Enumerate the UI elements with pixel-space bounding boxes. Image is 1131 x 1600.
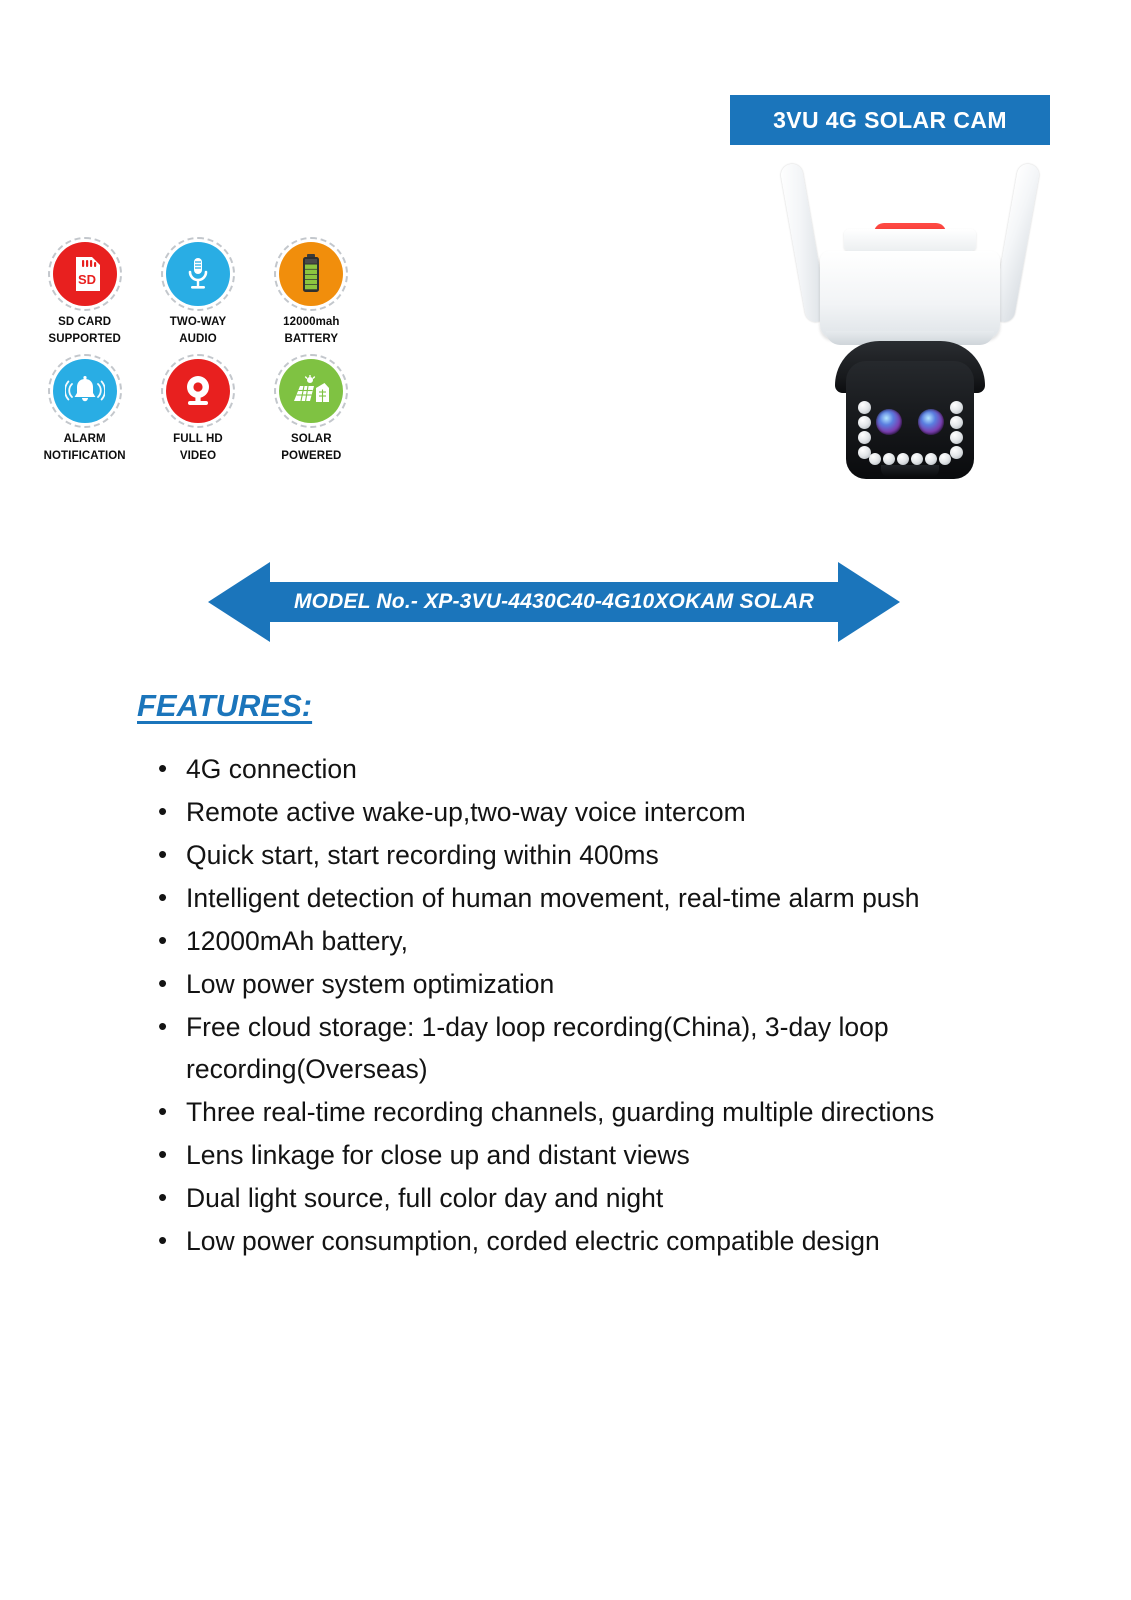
ir-led [883,453,895,465]
caption-line-1: TWO-WAY [169,316,227,328]
camera-base-foot [881,465,939,477]
caption-line-2: VIDEO [179,450,217,463]
feature-icon-battery: 12000mah BATTERY [255,237,368,347]
camera-upper-housing [820,251,1000,419]
features-list: 4G connection Remote active wake-up,two-… [118,747,1058,1263]
list-item: Dual light source, full color day and ni… [158,1176,1058,1220]
battery-icon [274,237,349,311]
feature-icon-caption: SD CARD SUPPORTED [48,314,120,347]
ir-led-bank-left-icon [856,401,872,459]
ir-led-bank-right-icon [948,401,964,459]
solar-panel-house-icon [274,354,349,429]
feature-icon-caption: ALARM NOTIFICATION [44,431,126,464]
caption-line-1: SOLAR [290,433,332,446]
caption-line-1: 12000mah [283,316,340,328]
features-heading: FEATURES: [137,688,313,723]
feature-icon-caption: 12000mah BATTERY [283,314,339,347]
caption-line-2: SUPPORTED [48,332,121,345]
model-number-banner: MODEL No.- XP-3VU-4430C40-4G10XOKAM SOLA… [208,556,900,648]
feature-icon-sd-card: SD SD CARD SUPPORTED [28,237,141,347]
list-item: Lens linkage for close up and distant vi… [158,1133,1058,1177]
ir-led [857,401,871,414]
list-item: Three real-time recording channels, guar… [158,1090,1058,1134]
product-title-text: 3VU 4G SOLAR CAM [773,106,1007,133]
feature-icon-grid: SD SD CARD SUPPORTED TWO-WAY AU [28,237,368,465]
feature-icon-solar-powered: SOLAR POWERED [255,354,368,464]
list-item: Intelligent detection of human movement,… [158,876,1058,920]
ptz-camera-head [846,361,974,479]
list-item: Free cloud storage: 1-day loop recording… [158,1005,1058,1092]
caption-line-2: BATTERY [284,332,339,345]
caption-line-1: ALARM [63,433,106,446]
product-title-badge: 3VU 4G SOLAR CAM [730,95,1050,145]
ir-led [925,453,937,465]
ir-led [857,431,871,444]
feature-icon-two-way-audio: TWO-WAY AUDIO [141,237,254,347]
ptz-lens-right-icon [918,409,944,435]
list-item: Quick start, start recording within 400m… [158,833,1058,877]
ir-led [949,416,963,429]
caption-line-2: NOTIFICATION [43,450,126,463]
feature-icon-caption: SOLAR POWERED [281,431,341,464]
ir-led [857,446,871,459]
list-item: 4G connection [158,747,1058,791]
ir-led [911,453,923,465]
webcam-icon [160,354,235,429]
camera-top-shelf [844,229,976,251]
double-arrow-shape [208,562,900,642]
caption-line-1: SD CARD [58,316,112,328]
caption-line-2: POWERED [281,450,342,463]
list-item: Remote active wake-up,two-way voice inte… [158,790,1058,834]
svg-text:SD: SD [78,272,96,287]
list-item: 12000mAh battery, [158,919,1058,963]
product-image-camera [775,155,1045,515]
microphone-icon [160,237,235,311]
caption-line-2: AUDIO [179,332,217,345]
ir-led [949,446,963,459]
feature-icon-caption: FULL HD VIDEO [173,431,223,464]
ir-led [949,431,963,444]
ir-led [869,453,881,465]
list-item: Low power consumption, corded electric c… [158,1219,1058,1263]
ir-led [939,453,951,465]
list-item: Low power system optimization [158,962,1058,1006]
ptz-lens-left-icon [876,409,902,435]
ir-led [949,401,963,414]
model-number-text: MODEL No.- XP-3VU-4430C40-4G10XOKAM SOLA… [293,590,815,613]
alarm-bell-icon [47,354,122,429]
model-number-text-wrap: MODEL No.- XP-3VU-4430C40-4G10XOKAM SOLA… [208,556,900,648]
ir-led-row-bottom-icon [868,453,952,465]
feature-icon-alarm-notification: ALARM NOTIFICATION [28,354,141,464]
caption-line-1: FULL HD [173,433,223,446]
ir-led [897,453,909,465]
ir-led [857,416,871,429]
feature-icon-full-hd-video: FULL HD VIDEO [141,354,254,464]
sd-card-icon: SD [47,237,122,311]
feature-icon-caption: TWO-WAY AUDIO [170,314,227,347]
